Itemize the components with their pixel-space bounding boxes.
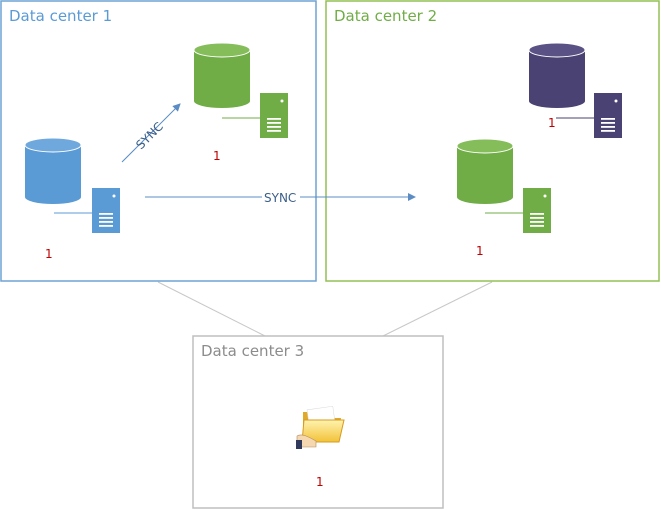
datacenter-3-title: Data center 3 <box>201 342 304 360</box>
link-dc1-dc3 <box>157 281 266 337</box>
folder-share-icon <box>296 405 345 449</box>
database-icon <box>24 137 82 204</box>
datacenter-2: Data center 2 1 1 <box>325 0 660 282</box>
dc2-green-number: 1 <box>476 244 484 258</box>
dc1-primary-number: 1 <box>45 247 53 261</box>
datacenter-3: Data center 3 1 <box>192 335 444 509</box>
server-icon <box>594 93 622 138</box>
datacenter-2-title: Data center 2 <box>334 7 437 25</box>
sync-label-bg <box>262 190 300 204</box>
dc2-purple-number: 1 <box>548 116 556 130</box>
database-icon <box>193 42 251 108</box>
link-dc2-dc3 <box>382 281 493 337</box>
dc3-folder-number: 1 <box>316 475 324 489</box>
datacenter-1: Data center 1 1 <box>0 0 317 282</box>
database-icon <box>456 138 514 204</box>
datacenter-1-title: Data center 1 <box>9 7 112 25</box>
sync-arrow-internal <box>121 103 181 163</box>
server-icon <box>92 188 120 233</box>
sync-label-cross: SYNC <box>264 191 296 205</box>
dc1-secondary-number: 1 <box>213 149 221 163</box>
server-icon <box>523 188 551 233</box>
server-icon <box>260 93 288 138</box>
database-icon <box>528 42 586 108</box>
